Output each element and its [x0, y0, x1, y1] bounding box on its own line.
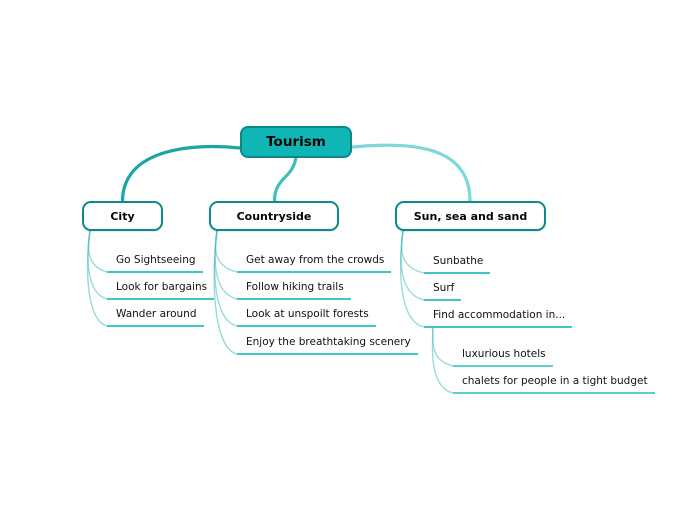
leaf-follow-hiking-trails[interactable]: Follow hiking trails	[237, 281, 351, 300]
node-tourism[interactable]: Tourism	[240, 126, 352, 158]
node-sun[interactable]: Sun, sea and sand	[395, 201, 546, 231]
leaf-surf[interactable]: Surf	[424, 282, 462, 301]
leaf-wander-around[interactable]: Wander around	[107, 308, 204, 327]
connector-city-leaf	[87, 230, 108, 300]
node-countryside[interactable]: Countryside	[209, 201, 339, 231]
leaf-luxurious-hotels[interactable]: luxurious hotels	[453, 348, 553, 367]
connector-accommodation-leaf	[432, 327, 454, 367]
leaf-go-sightseeing[interactable]: Go Sightseeing	[107, 254, 203, 273]
connector-tourism-sun	[350, 143, 472, 203]
node-tourism-label: Tourism	[266, 134, 326, 150]
connector-city-leaf	[86, 230, 108, 327]
connector-countryside-leaf	[213, 230, 238, 355]
node-sun-label: Sun, sea and sand	[413, 209, 528, 223]
node-city[interactable]: City	[82, 201, 163, 231]
node-countryside-label: Countryside	[236, 209, 312, 223]
leaf-get-away-from-the-crowds[interactable]: Get away from the crowds	[237, 254, 392, 273]
leaf-connectors	[86, 230, 454, 394]
connector-tourism-city	[120, 144, 242, 203]
leaf-find-accommodation[interactable]: Find accommodation in...	[424, 309, 573, 328]
node-city-label: City	[110, 209, 135, 223]
leaf-sunbathe[interactable]: Sunbathe	[424, 255, 491, 274]
connector-tourism-countryside	[272, 155, 298, 203]
connector-countryside-leaf	[214, 230, 238, 300]
leaf-enjoy-the-breathtaking-scenery[interactable]: Enjoy the breathtaking scenery	[237, 336, 418, 355]
connector-accommodation-leaf	[431, 327, 454, 394]
leaf-chalets-tight-budget[interactable]: chalets for people in a tight budget	[453, 375, 655, 394]
connector-countryside-leaf	[214, 230, 238, 273]
branch-connectors	[120, 143, 472, 203]
connector-sun-leaf	[400, 230, 425, 301]
leaf-look-at-unspoilt-forests[interactable]: Look at unspoilt forests	[237, 308, 376, 327]
connector-city-leaf	[87, 230, 108, 273]
leaf-look-for-bargains[interactable]: Look for bargains	[107, 281, 215, 300]
connector-sun-leaf	[400, 230, 425, 274]
connector-sun-leaf	[399, 230, 425, 328]
